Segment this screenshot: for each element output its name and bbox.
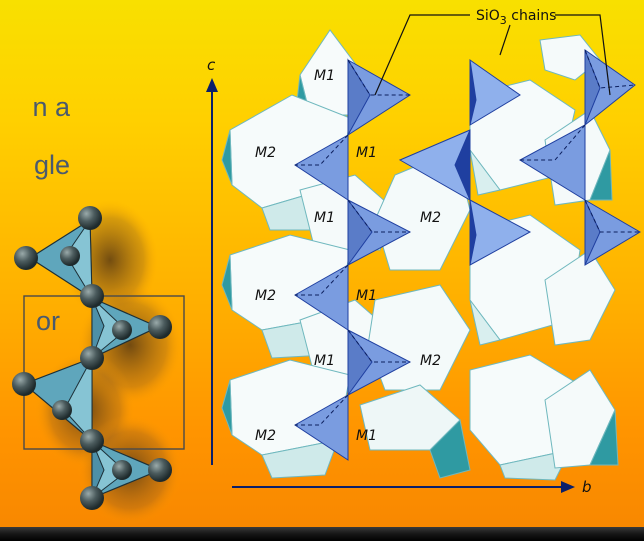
axis-b-label: b	[582, 478, 592, 496]
octahedra-layer	[221, 29, 619, 481]
site-label-m1: M1	[356, 145, 377, 161]
oxygen-atom	[80, 346, 104, 370]
site-label-m1: M1	[356, 288, 377, 304]
b-axis-arrowhead	[561, 481, 575, 493]
oxygen-atom	[148, 315, 172, 339]
site-label-m2: M2	[420, 353, 441, 369]
oxygen-atom	[12, 372, 36, 396]
site-label-m1: M1	[356, 428, 377, 444]
tetrahedra-chain-left	[294, 58, 412, 461]
site-label-m1: M1	[314, 210, 335, 226]
oxygen-atom	[80, 429, 104, 453]
oxygen-atom	[14, 246, 38, 270]
axis-c-label: c	[207, 56, 216, 74]
site-label-m2: M2	[420, 210, 441, 226]
sio3-chains-label: SiO3 chains	[476, 8, 556, 27]
tetrahedra-chain-middle	[398, 59, 532, 266]
slide-text-line-1: n a	[32, 92, 70, 122]
silicon-atom	[112, 460, 132, 480]
oxygen-atom	[148, 458, 172, 482]
slide-text-line-2: gle	[33, 150, 70, 180]
site-label-m1: M1	[314, 353, 335, 369]
site-label-m2: M2	[255, 145, 276, 161]
slide-text-line-3: or	[35, 306, 60, 336]
oxygen-atom	[80, 284, 104, 308]
site-label-m2: M2	[255, 428, 276, 444]
slide-bottom-bar	[0, 527, 644, 541]
oxygen-atom	[78, 206, 102, 230]
c-axis-arrowhead	[206, 78, 218, 92]
silicon-atom	[52, 400, 72, 420]
callout-bracket	[374, 14, 611, 96]
silicon-atom	[112, 320, 132, 340]
site-label-m2: M2	[255, 288, 276, 304]
site-label-m1: M1	[314, 68, 335, 84]
silicon-atom	[60, 246, 80, 266]
oxygen-atom	[80, 486, 104, 510]
